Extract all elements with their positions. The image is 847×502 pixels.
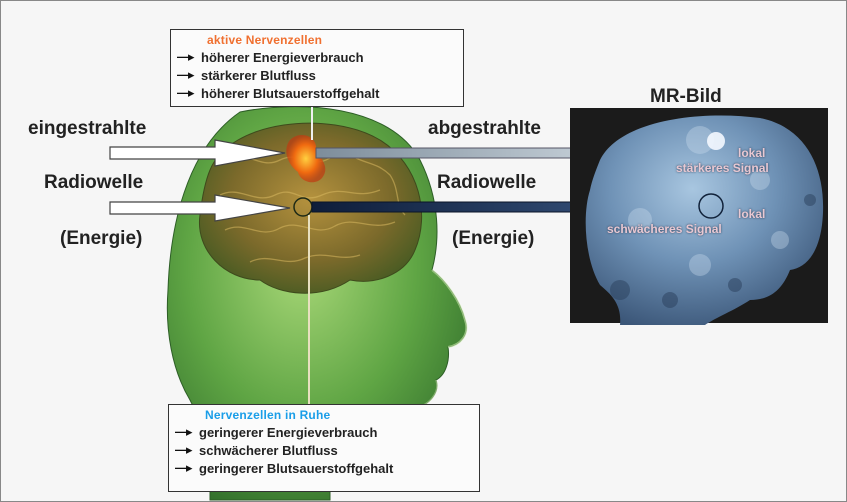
active-neurons-box: aktive Nervenzellen —▸ höherer Energiever… [170,29,464,107]
incoming-wave-label-3: (Energie) [60,228,143,249]
resting-line-2: —▸ schwächerer Blutfluss [169,441,479,459]
active-line-3: —▸ höherer Blutsauerstoffgehalt [171,84,463,102]
active-line-1: —▸ höherer Energieverbrauch [171,48,463,66]
strong-signal-spot [707,132,725,150]
active-line-1-text: höherer Energieverbrauch [201,49,364,65]
outgoing-wave-label-2: Radiowelle [437,172,537,193]
resting-line-2-text: schwächerer Blutfluss [199,442,338,458]
strong-signal-label-2: stärkeres Signal [676,161,769,175]
brain-illustration [198,122,422,294]
incoming-wave-label-2: Radiowelle [44,172,144,193]
mr-brain [585,115,824,325]
arrow-right-icon: —▸ [175,460,193,475]
resting-neurons-title: Nervenzellen in Ruhe [205,408,331,422]
outgoing-wave-label-3: (Energie) [452,228,535,249]
mr-image-title: MR-Bild [650,86,722,107]
resting-neurons-box: Nervenzellen in Ruhe —▸ geringerer Energi… [168,404,480,492]
resting-line-1: —▸ geringerer Energieverbrauch [169,423,479,441]
incoming-wave-label-1: eingestrahlte [28,118,147,139]
incoming-arrow-top [109,139,286,167]
active-neurons-title: aktive Nervenzellen [207,33,323,47]
arrow-right-icon: —▸ [177,49,195,64]
arrow-right-icon: —▸ [177,67,195,82]
strong-signal-label-1: lokal [738,146,766,160]
resting-line-1-text: geringerer Energieverbrauch [199,424,378,440]
mr-image-panel [570,108,828,325]
arrow-right-icon: —▸ [177,85,195,100]
active-line-3-text: höherer Blutsauerstoffgehalt [201,85,380,101]
resting-line-3-text: geringerer Blutsauerstoffgehalt [199,460,394,476]
active-line-2: —▸ stärkerer Blutfluss [171,66,463,84]
arrow-right-icon: —▸ [175,442,193,457]
active-region [286,135,326,183]
weak-signal-label-2: schwächeres Signal [607,222,722,236]
weak-signal-label-1: lokal [738,207,766,221]
outgoing-wave-label-1: abgestrahlte [428,118,541,139]
active-line-2-text: stärkerer Blutfluss [201,67,316,83]
weak-signal-ring [698,193,724,219]
incoming-arrow-bottom [109,194,291,222]
resting-line-3: —▸ geringerer Blutsauerstoffgehalt [169,459,479,477]
arrow-right-icon: —▸ [175,424,193,439]
